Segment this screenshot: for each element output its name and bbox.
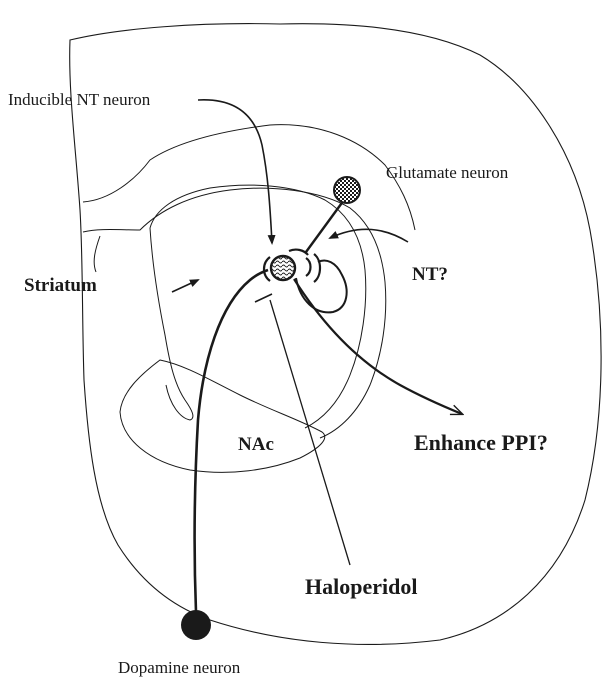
recurrent-loop	[296, 261, 347, 313]
synapse-top-bracket	[289, 250, 308, 255]
striatum-label: Striatum	[24, 275, 97, 297]
striatal-neuron-soma	[271, 256, 295, 280]
haloperidol-label: Haloperidol	[305, 574, 417, 600]
haloperidol-blockade-bar	[255, 294, 272, 302]
nac-region	[120, 360, 325, 472]
nt-question-label: NT?	[412, 264, 448, 286]
inducible-nt-neuron-label: Inducible NT neuron	[8, 90, 150, 110]
striatum-arrow	[172, 280, 198, 292]
dopamine-neuron-soma	[181, 610, 211, 640]
dopamine-neuron-label: Dopamine neuron	[118, 658, 240, 678]
corpus-callosum	[83, 188, 386, 438]
lateral-ventricle	[94, 228, 193, 420]
glutamate-axon	[306, 200, 344, 252]
enhance-ppi-label: Enhance PPI?	[414, 430, 548, 456]
glutamate-neuron-soma	[334, 177, 360, 203]
nt-arrow	[330, 229, 408, 242]
haloperidol-line	[270, 300, 350, 565]
inducible-nt-arrow	[198, 100, 272, 243]
inner-striatum-boundary	[150, 185, 366, 428]
glutamate-neuron-label: Glutamate neuron	[386, 163, 508, 183]
synapse-right-bracket-inner	[306, 258, 311, 276]
cortex-boundary	[83, 125, 415, 230]
synapse-right-bracket-outer	[314, 254, 320, 282]
ppi-output-arrow	[294, 279, 462, 414]
nac-label: NAc	[238, 434, 274, 456]
